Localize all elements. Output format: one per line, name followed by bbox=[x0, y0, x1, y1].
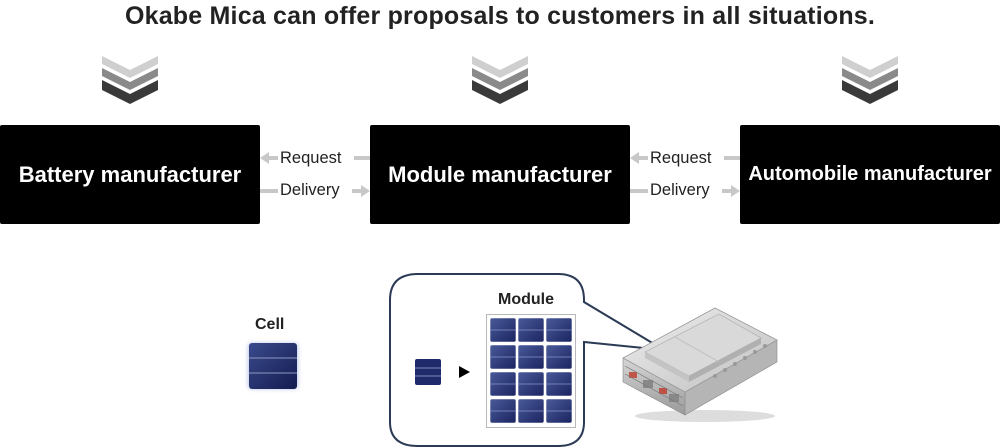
cell-image bbox=[248, 343, 298, 389]
request-label: Request bbox=[280, 149, 342, 167]
delivery-label: Delivery bbox=[280, 181, 340, 199]
module-manufacturer-box: Module manufacturer bbox=[370, 125, 630, 224]
delivery-label: Delivery bbox=[650, 181, 710, 199]
chevron-down-icon bbox=[472, 56, 528, 104]
chevron-down-icon bbox=[842, 56, 898, 104]
request-label: Request bbox=[650, 149, 712, 167]
battery-pack-image bbox=[622, 307, 778, 422]
play-arrow-icon bbox=[459, 366, 470, 378]
small-cell-image bbox=[415, 359, 441, 385]
page-title: Okabe Mica can offer proposals to custom… bbox=[124, 2, 876, 30]
cell-label: Cell bbox=[255, 316, 285, 333]
module-grid-image bbox=[486, 314, 576, 428]
chevron-down-icon bbox=[102, 56, 158, 104]
module-label: Module bbox=[498, 291, 554, 308]
battery-manufacturer-box: Battery manufacturer bbox=[0, 125, 260, 224]
automobile-manufacturer-box: Automobile manufacturer bbox=[740, 125, 1000, 224]
